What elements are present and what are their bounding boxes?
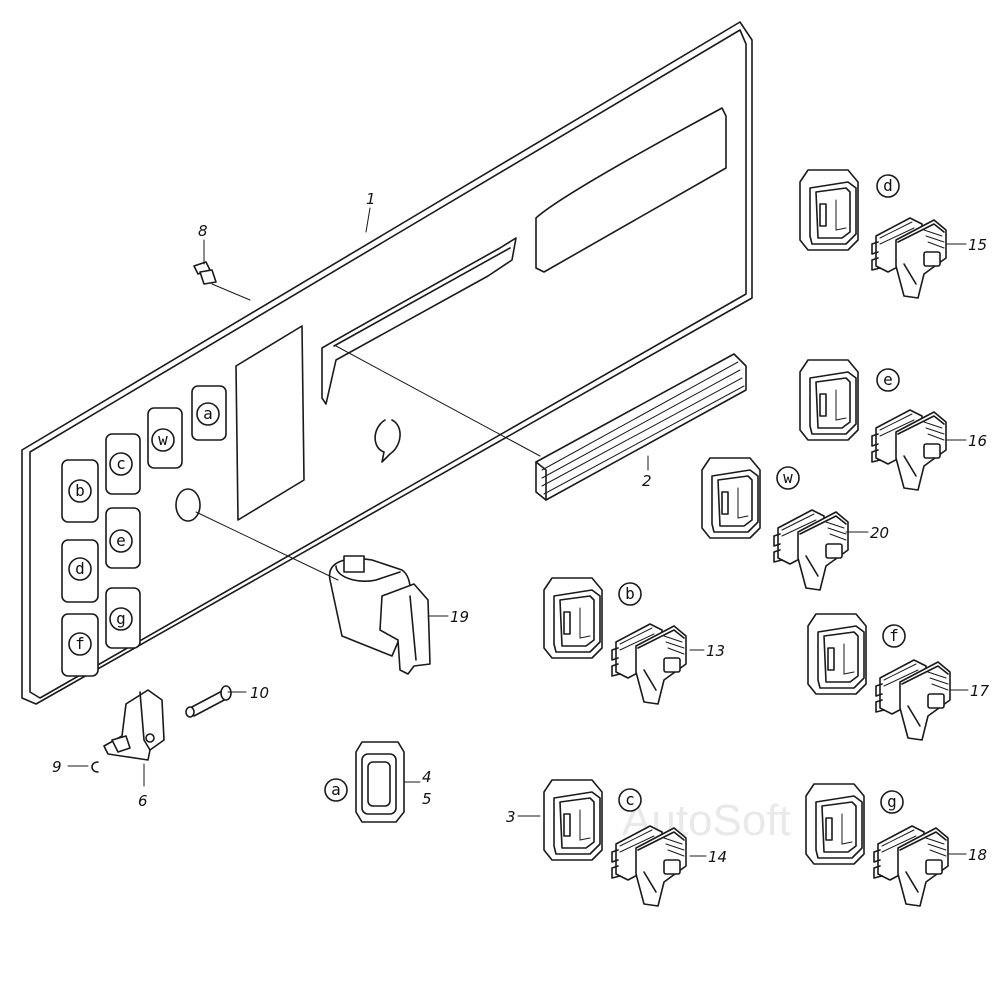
- switch-housing-b: [543, 577, 603, 659]
- pin: [185, 685, 232, 718]
- callout-14: 14: [708, 848, 727, 866]
- panel-label-d: d: [75, 559, 85, 578]
- rocker-switch-18: [873, 825, 949, 907]
- switch-housing-d: [799, 169, 859, 251]
- label-e: e: [883, 370, 893, 389]
- rocker-switch-15: [871, 217, 947, 299]
- label-g: g: [887, 792, 897, 811]
- panel-label-a: a: [203, 404, 213, 423]
- switch-housing-g: [805, 783, 865, 865]
- panel-label-b: b: [75, 481, 85, 500]
- label-b: b: [625, 584, 635, 603]
- screw: [193, 261, 217, 285]
- trim-strip: [535, 353, 747, 501]
- label-c: c: [625, 790, 635, 809]
- rocker-switch-17: [875, 659, 951, 741]
- panel-label-c: c: [116, 454, 126, 473]
- callout-3: 3: [506, 808, 516, 826]
- rocker-switch-13: [611, 623, 687, 705]
- leader-lines: [67, 207, 969, 857]
- switch-housing-w: [701, 457, 761, 539]
- callout-6: 6: [138, 792, 148, 810]
- switch-housing-e: [799, 359, 859, 441]
- callout-15: 15: [968, 236, 987, 254]
- part-number-callouts: 1 2 3 4 5 6 8 9 10 13 14 15 16 17 18 19 …: [52, 190, 990, 866]
- callout-1: 1: [366, 190, 376, 208]
- panel-label-e: e: [116, 531, 126, 550]
- callout-9: 9: [52, 758, 62, 776]
- guide-lines: [195, 345, 541, 581]
- callout-13: 13: [706, 642, 725, 660]
- switch-letter-labels: d e w b f c g a: [324, 174, 906, 814]
- callout-18: 18: [968, 846, 987, 864]
- rocker-switch-20: [773, 509, 849, 591]
- callout-10: 10: [250, 684, 269, 702]
- panel-slot-labels: b d f c e g w a: [68, 402, 220, 656]
- bracket: [103, 689, 165, 761]
- label-f: f: [889, 626, 899, 645]
- panel-label-f: f: [75, 634, 85, 653]
- rocker-switch-16: [871, 409, 947, 491]
- label-a: a: [331, 780, 341, 799]
- callout-16: 16: [968, 432, 987, 450]
- callout-4: 4: [422, 768, 432, 786]
- callout-2: 2: [642, 472, 652, 490]
- blank-switch-insert: [355, 741, 405, 823]
- label-d: d: [883, 176, 893, 195]
- callout-17: 17: [970, 682, 990, 700]
- rotary-switch: [328, 555, 431, 675]
- callout-19: 19: [450, 608, 469, 626]
- switch-housing-f: [807, 613, 867, 695]
- callout-8: 8: [198, 222, 208, 240]
- callout-20: 20: [870, 524, 889, 542]
- switch-housing-c: [543, 779, 603, 861]
- clip: [91, 761, 99, 773]
- callout-5: 5: [422, 790, 432, 808]
- panel-label-w: w: [158, 430, 168, 449]
- label-w: w: [783, 468, 793, 487]
- panel-label-g: g: [116, 609, 126, 628]
